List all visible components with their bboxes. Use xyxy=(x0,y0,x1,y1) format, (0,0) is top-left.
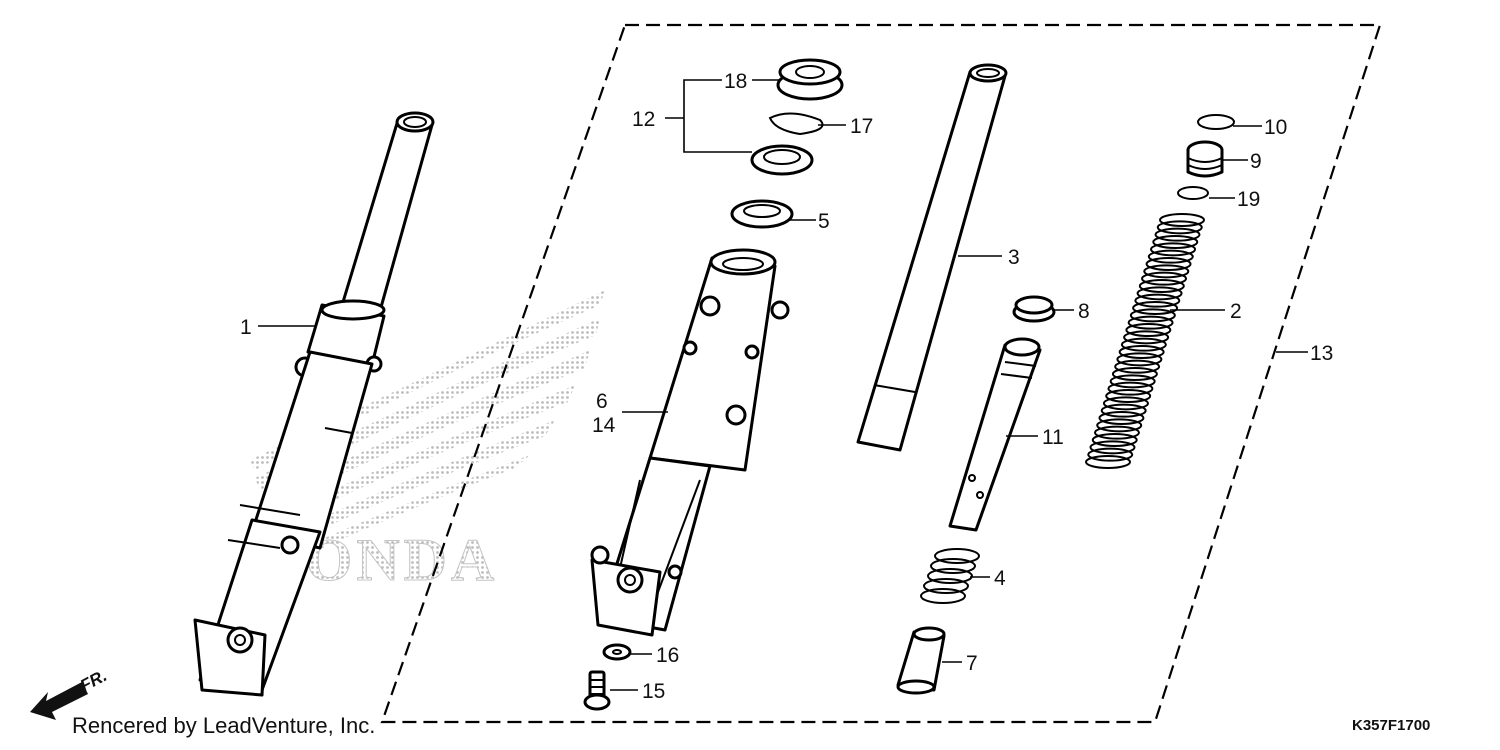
callout-17: 17 xyxy=(850,115,873,138)
spring-coil xyxy=(1107,381,1154,396)
part-3-fork-pipe xyxy=(856,63,1008,452)
spring-coil xyxy=(1127,315,1174,330)
spring-coil xyxy=(1156,220,1203,235)
spring-coil xyxy=(1116,352,1163,367)
spring-coil xyxy=(1141,271,1188,286)
part-7-oil-lock-piece xyxy=(896,626,946,695)
spring-coil xyxy=(1120,337,1167,352)
part-5-oil-seal xyxy=(730,199,794,229)
spring-coil xyxy=(1154,227,1201,242)
spring-coil xyxy=(1159,213,1205,227)
spring-coil xyxy=(1096,418,1143,433)
callout-7: 7 xyxy=(966,652,978,675)
callout-9: 9 xyxy=(1250,150,1262,173)
spring-coil xyxy=(1091,433,1138,447)
part-12-oil-seal xyxy=(750,144,814,176)
kit-frame xyxy=(380,23,1382,724)
spring-coil xyxy=(1152,235,1199,249)
callout-4: 4 xyxy=(994,567,1006,590)
spring-coil xyxy=(1087,447,1134,462)
callout-10: 10 xyxy=(1264,116,1287,139)
diagram-code: K357F1700 xyxy=(1352,717,1430,734)
callout-3: 3 xyxy=(1008,246,1020,269)
callout-14: 14 xyxy=(592,414,616,437)
callout-13: 13 xyxy=(1310,342,1333,365)
part-6-bottom-case xyxy=(590,248,790,637)
spring-coil xyxy=(1129,308,1176,323)
part-10-circlip xyxy=(1197,114,1235,130)
spring-coil xyxy=(1138,279,1185,293)
part-11-fork-piston xyxy=(948,337,1042,532)
callout-6: 6 xyxy=(596,390,608,413)
spring-coil xyxy=(1085,455,1131,469)
spring-coil xyxy=(1098,411,1145,425)
part-1-fork-assembly xyxy=(193,111,435,697)
callout-18: 18 xyxy=(724,70,747,93)
callout-8: 8 xyxy=(1078,300,1090,323)
spring-coil xyxy=(1136,286,1183,301)
spring-coil xyxy=(1102,396,1149,411)
spring-coil xyxy=(1145,257,1192,271)
callout-1: 1 xyxy=(240,316,252,339)
spring-coil xyxy=(1111,367,1158,381)
spring-coil xyxy=(1132,301,1179,315)
spring-coil xyxy=(1118,345,1165,359)
spring-coil xyxy=(1143,264,1190,279)
part-2-fork-spring xyxy=(1085,213,1205,469)
callout-5: 5 xyxy=(818,210,830,233)
spring-coil xyxy=(1150,242,1197,257)
part-17-stopper-ring xyxy=(768,112,824,136)
callout-12: 12 xyxy=(632,108,655,131)
callout-labels: 1 2 3 4 5 6 14 7 8 9 10 11 12 13 15 16 1… xyxy=(240,70,1333,703)
part-18-dust-seal xyxy=(776,58,844,101)
spring-coil xyxy=(1105,389,1152,403)
spring-coil xyxy=(1114,359,1161,374)
part-8-spring-seat xyxy=(1012,295,1056,323)
spring-coil xyxy=(1125,323,1172,337)
front-arrow-icon xyxy=(30,682,88,720)
callout-15: 15 xyxy=(642,680,665,703)
part-19-o-ring xyxy=(1177,186,1209,200)
part-16-washer xyxy=(602,643,632,661)
spring-coil xyxy=(1123,330,1170,345)
spring-coil xyxy=(1147,249,1194,264)
spring-coil xyxy=(1109,374,1156,389)
spring-coil xyxy=(1134,293,1181,308)
callout-11: 11 xyxy=(1042,426,1064,449)
part-15-socket-bolt xyxy=(583,670,611,711)
front-direction-indicator: FR. xyxy=(30,666,110,720)
part-4-rebound-spring xyxy=(920,548,980,604)
leader-lines xyxy=(258,79,1308,691)
callout-19: 19 xyxy=(1237,188,1260,211)
credit-text: Rencered by LeadVenture, Inc. xyxy=(72,713,375,738)
spring-coil xyxy=(1089,440,1136,455)
callout-2: 2 xyxy=(1230,300,1242,323)
part-9-fork-cap xyxy=(1186,140,1224,178)
spring-coil xyxy=(1093,425,1140,440)
spring-coil xyxy=(1100,403,1147,418)
callout-16: 16 xyxy=(656,644,679,667)
